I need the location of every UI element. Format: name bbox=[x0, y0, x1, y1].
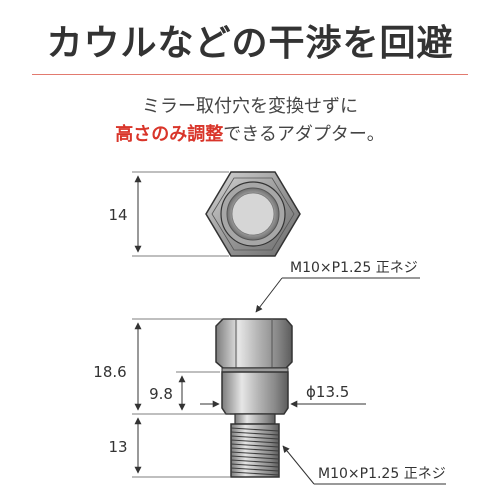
headline: カウルなどの干渉を回避 bbox=[46, 23, 454, 64]
subtitle-accent: 高さのみ調整 bbox=[115, 124, 224, 145]
top-view-hex-nut bbox=[205, 171, 301, 257]
side-view-extension-lines bbox=[132, 318, 230, 478]
callout-top-thread: M10×P1.25 正ネジ bbox=[255, 260, 420, 313]
callout-label-top-thread: M10×P1.25 正ネジ bbox=[290, 260, 418, 276]
dimension-label-18-6: 18.6 bbox=[93, 363, 126, 381]
subtitle-line-2: 高さのみ調整できるアダプター。 bbox=[0, 120, 500, 146]
subtitle-line-1: ミラー取付穴を変換せずに bbox=[142, 96, 358, 117]
callout-bottom-thread: M10×P1.25 正ネジ bbox=[282, 445, 446, 485]
dimension-collar-height-9-8: 9.8 bbox=[149, 375, 186, 411]
subtitle-rest: できるアダプター。 bbox=[223, 124, 385, 145]
dimension-thread-length-13: 13 bbox=[108, 417, 142, 474]
dimension-label-14: 14 bbox=[108, 206, 127, 224]
dimension-top-view-14: 14 bbox=[108, 171, 229, 257]
side-view-adapter bbox=[215, 318, 293, 478]
dimension-total-height-18-6: 18.6 bbox=[93, 322, 142, 411]
dimension-label-phi-13-5: ϕ13.5 bbox=[306, 383, 349, 401]
headline-divider bbox=[32, 74, 468, 75]
dimension-label-9-8: 9.8 bbox=[149, 385, 173, 403]
dimension-collar-diameter: ϕ13.5 bbox=[200, 383, 366, 408]
callout-label-bottom-thread: M10×P1.25 正ネジ bbox=[318, 466, 446, 482]
dimension-label-13: 13 bbox=[108, 438, 127, 456]
